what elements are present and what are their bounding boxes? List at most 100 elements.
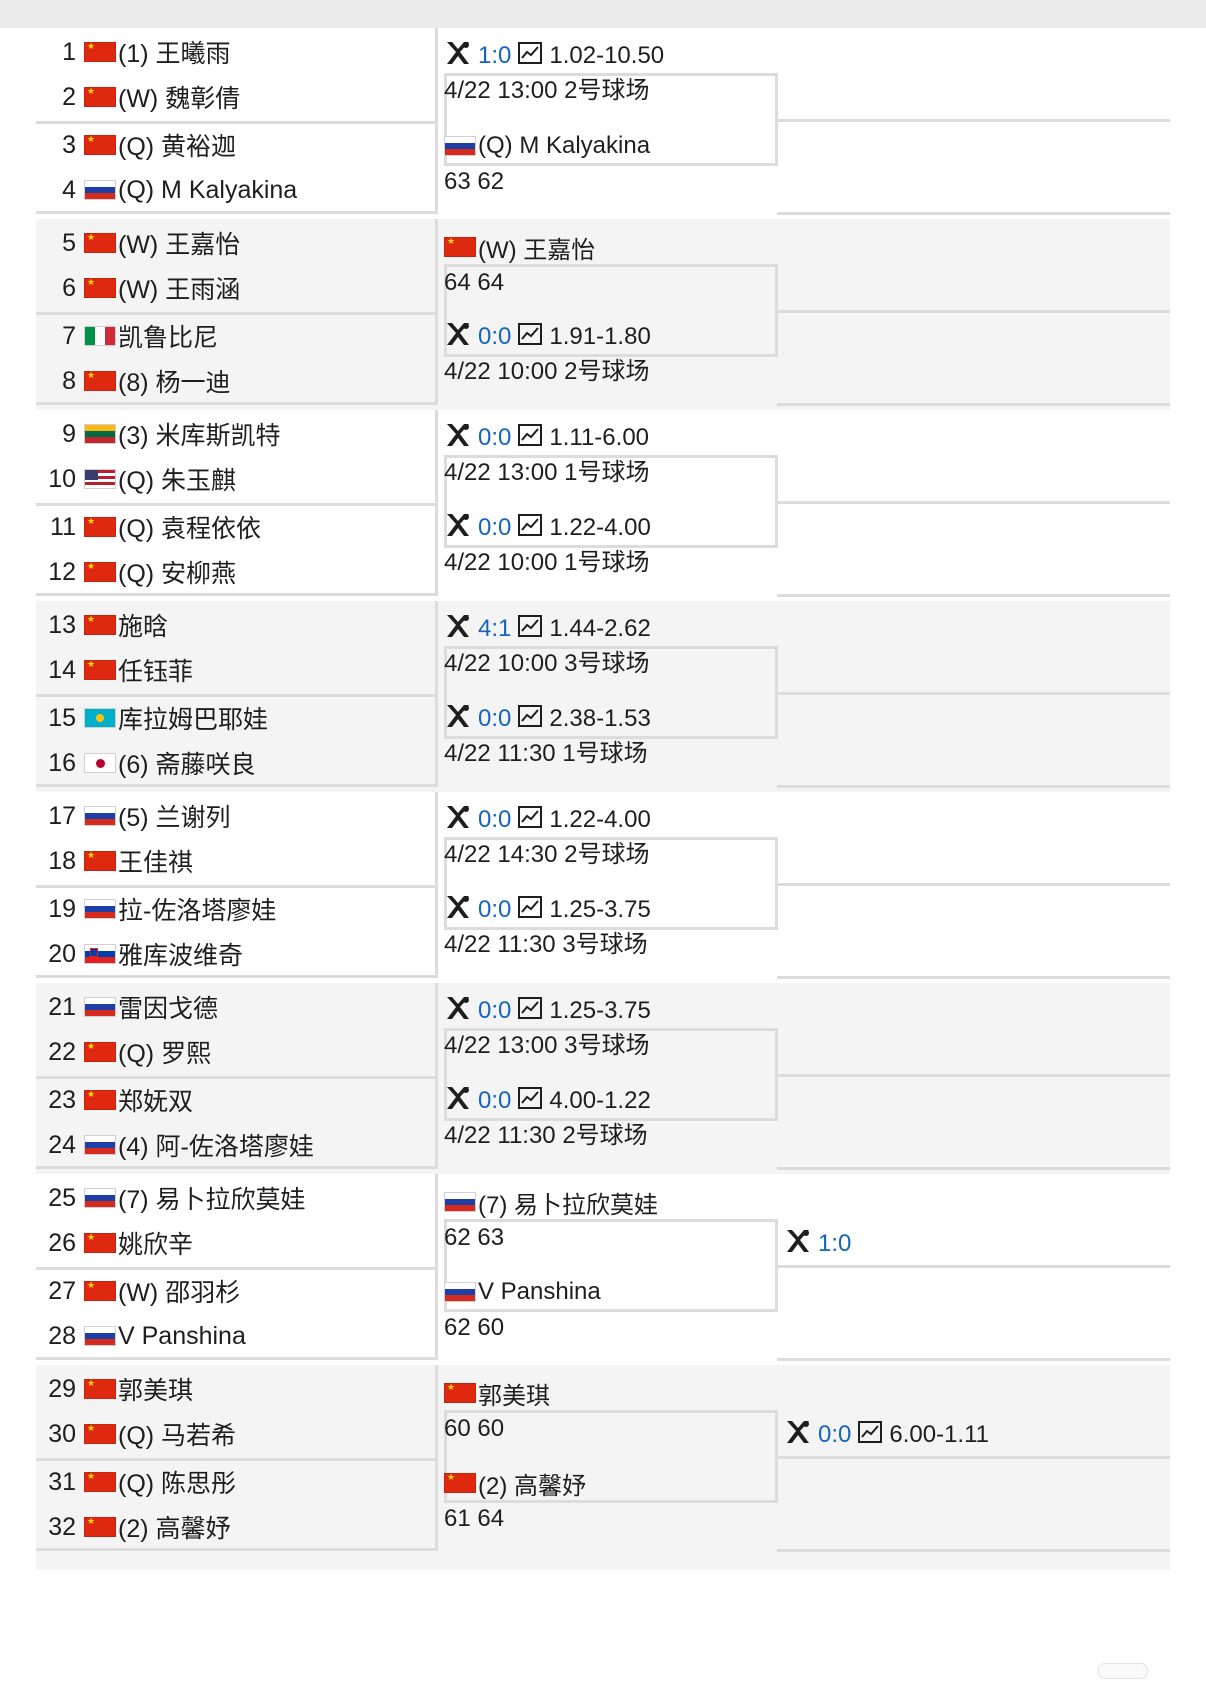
match-schedule: 4/22 13:00 2号球场 (444, 76, 650, 104)
winner-line[interactable]: (Q) M Kalyakina (444, 128, 650, 164)
player-row[interactable]: 27(W) 邵羽杉 (36, 1267, 438, 1315)
country-flag-icon (84, 1188, 116, 1208)
chart-icon[interactable] (517, 704, 543, 735)
chart-icon[interactable] (517, 614, 543, 645)
draw-position: 1 (62, 37, 76, 66)
player-name: 凯鲁比尼 (118, 324, 219, 352)
winner-line[interactable]: (W) 王嘉怡 (444, 229, 595, 265)
country-flag-icon (84, 370, 116, 391)
odds: 1.44-2.62 (549, 615, 651, 642)
set-scores: 61 64 (444, 1505, 505, 1532)
player-row[interactable]: 4(Q) M Kalyakina (36, 166, 438, 214)
chart-icon[interactable] (517, 41, 543, 72)
player-row[interactable]: 32(2) 高馨妤 (36, 1503, 438, 1551)
crossed-rackets-icon (784, 1419, 812, 1452)
live-score: 0:0 (818, 1421, 852, 1448)
player-row[interactable]: 25(7) 易卜拉欣莫娃 (36, 1174, 438, 1222)
player-row[interactable]: 5(W) 王嘉怡 (36, 219, 438, 267)
country-flag-icon (84, 326, 116, 346)
draw-position: 25 (48, 1183, 76, 1212)
country-flag-icon (84, 708, 116, 728)
player-row[interactable]: 24(4) 阿-佐洛塔廖娃 (36, 1121, 438, 1169)
winner-line[interactable]: (2) 高馨妤 (444, 1465, 586, 1501)
player-row[interactable]: 31(Q) 陈思彤 (36, 1458, 438, 1506)
draw-position: 30 (48, 1419, 76, 1448)
watermark (1098, 1663, 1148, 1679)
chart-icon[interactable] (517, 513, 543, 544)
player-row[interactable]: 6(W) 王雨涵 (36, 264, 438, 312)
player-row[interactable]: 12(Q) 安柳燕 (36, 548, 438, 596)
player-row[interactable]: 30 (Q) 马若希 (36, 1410, 438, 1458)
country-flag-icon (84, 1280, 116, 1301)
country-flag-icon (84, 806, 116, 826)
country-flag-icon (84, 614, 116, 635)
country-flag-icon (84, 997, 116, 1017)
player-name: (Q) 黄裕迦 (118, 133, 237, 161)
player-row[interactable]: 22(Q) 罗熙 (36, 1028, 438, 1076)
player-row[interactable]: 3(Q) 黄裕迦 (36, 121, 438, 169)
player-row[interactable]: 2(W) 魏彰倩 (36, 73, 438, 121)
chart-icon[interactable] (517, 895, 543, 926)
player-row[interactable]: 18王佳祺 (36, 837, 438, 885)
chart-icon[interactable] (517, 423, 543, 454)
winner-line[interactable]: 郭美琪 (444, 1375, 550, 1411)
player-row[interactable]: 16(6) 斋藤咲良 (36, 739, 438, 787)
winner-line[interactable]: V Panshina (444, 1274, 601, 1310)
chart-icon[interactable] (517, 1086, 543, 1117)
odds: 2.38-1.53 (549, 705, 651, 732)
match-schedule: 4/22 14:30 2号球场 (444, 840, 650, 868)
bracket-connector (777, 1549, 1170, 1552)
country-flag-icon (444, 136, 476, 156)
winner-line[interactable]: (7) 易卜拉欣莫娃 (444, 1184, 658, 1220)
chart-icon[interactable] (517, 322, 543, 353)
player-row[interactable]: 11(Q) 袁程依依 (36, 503, 438, 551)
player-row[interactable]: 17(5) 兰谢列 (36, 792, 438, 840)
player-name: (W) 魏彰倩 (118, 85, 241, 113)
player-row[interactable]: 13施晗 (36, 601, 438, 649)
draw-position: 29 (48, 1374, 76, 1403)
player-row[interactable]: 8(8) 杨一迪 (36, 357, 438, 405)
player-name: (Q) 马若希 (118, 1422, 237, 1450)
round3-match[interactable]: 1:0 (784, 1226, 851, 1262)
player-name: V Panshina (118, 1321, 246, 1350)
country-flag-icon (84, 1089, 116, 1110)
chart-icon[interactable] (517, 805, 543, 836)
player-name: (W) 王雨涵 (118, 276, 241, 304)
player-row[interactable]: 26姚欣辛 (36, 1219, 438, 1267)
player-row[interactable]: 23郑妩双 (36, 1076, 438, 1124)
player-name: 姚欣辛 (118, 1231, 194, 1259)
bracket-connector (777, 976, 1170, 979)
player-row[interactable]: 1(1) 王曦雨 (36, 28, 438, 76)
chart-icon[interactable] (517, 996, 543, 1027)
player-row[interactable]: 10(Q) 朱玉麒 (36, 455, 438, 503)
chart-icon[interactable] (857, 1420, 883, 1451)
match-schedule: 4/22 11:30 2号球场 (444, 1121, 648, 1149)
draw-position: 14 (48, 655, 76, 684)
player-row[interactable]: 29郭美琪 (36, 1365, 438, 1413)
player-row[interactable]: 9(3) 米库斯凯特 (36, 410, 438, 458)
country-flag-icon (444, 1282, 476, 1302)
player-row[interactable]: 14任钰菲 (36, 646, 438, 694)
